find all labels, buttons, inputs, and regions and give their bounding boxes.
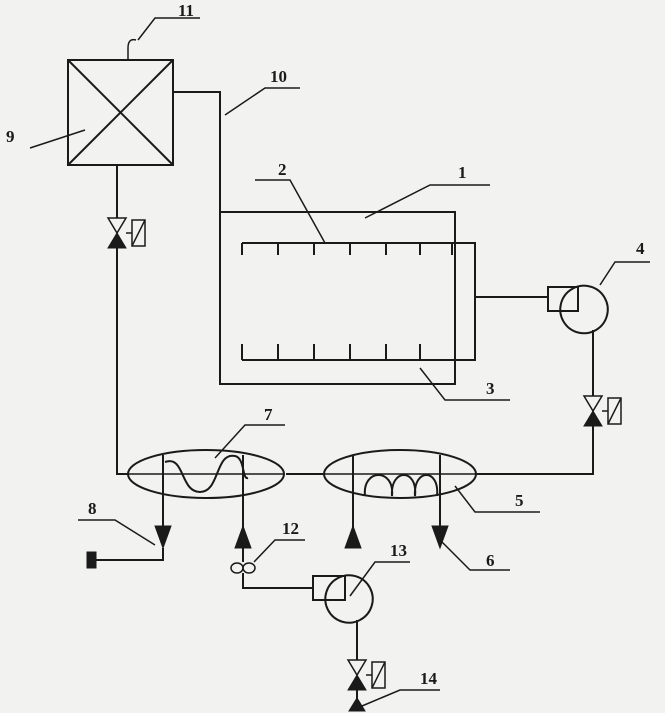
inlet-14-arrow bbox=[348, 697, 366, 712]
unit-9-box bbox=[67, 59, 174, 166]
label-7: 7 bbox=[264, 405, 273, 424]
inner-duct bbox=[242, 242, 476, 361]
rail-2 bbox=[241, 243, 453, 255]
label-6: 6 bbox=[486, 551, 495, 570]
label-12: 12 bbox=[282, 519, 299, 538]
label-10: 10 bbox=[270, 67, 287, 86]
arrow-down-6 bbox=[431, 525, 449, 550]
drain-block bbox=[86, 551, 97, 569]
label-4: 4 bbox=[636, 239, 645, 258]
label-5: 5 bbox=[515, 491, 524, 510]
pipe-valve-to-5 bbox=[476, 426, 594, 475]
meter-12 bbox=[230, 562, 256, 574]
pipe-meter-fan13 bbox=[242, 573, 313, 589]
label-2: 2 bbox=[278, 160, 287, 179]
hook-11 bbox=[127, 38, 137, 60]
chamber-1 bbox=[219, 211, 456, 385]
arrow-up-5 bbox=[344, 524, 362, 549]
valve-right bbox=[582, 395, 622, 427]
arrow-down-8 bbox=[154, 525, 172, 550]
valve-left bbox=[106, 217, 146, 249]
label-13: 13 bbox=[390, 541, 407, 560]
label-8: 8 bbox=[88, 499, 97, 518]
pipe-drain bbox=[95, 548, 164, 561]
fan-4 bbox=[547, 284, 609, 335]
label-9: 9 bbox=[6, 127, 15, 146]
pipe-10 bbox=[173, 91, 221, 212]
label-3: 3 bbox=[486, 379, 495, 398]
leader-lines bbox=[29, 17, 650, 707]
coil-5 bbox=[363, 474, 439, 497]
fan-13 bbox=[312, 574, 374, 624]
label-1: 1 bbox=[458, 163, 467, 182]
arrow-up-7 bbox=[234, 524, 252, 549]
label-11: 11 bbox=[178, 1, 194, 20]
valve-bottom bbox=[346, 659, 386, 691]
rail-3 bbox=[241, 344, 421, 360]
label-14: 14 bbox=[420, 669, 438, 688]
pipe-left-return bbox=[116, 248, 128, 475]
